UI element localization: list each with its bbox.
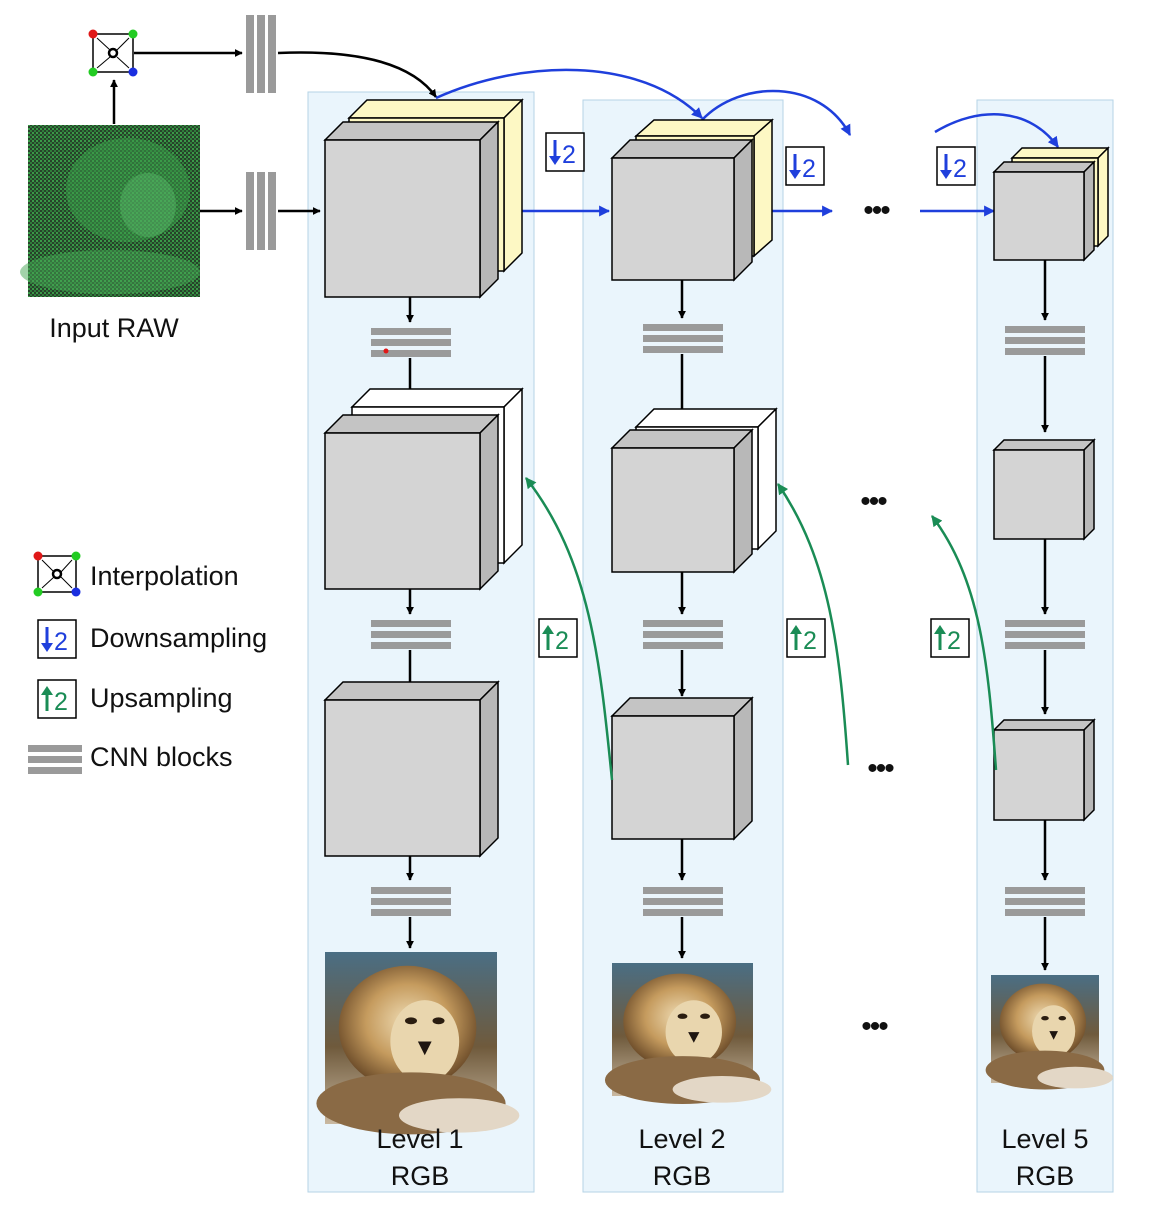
level1-block-2 bbox=[323, 413, 500, 591]
level1-label: Level 1 bbox=[376, 1124, 463, 1154]
upsampling-badge-2: 2 bbox=[786, 618, 826, 658]
interpolation-icon bbox=[88, 29, 138, 77]
downsampling-badge-3: 2 bbox=[936, 146, 976, 186]
downsampling-badge-2-label: 2 bbox=[802, 155, 816, 183]
upsampling-badge-3: 2 bbox=[930, 618, 970, 658]
up-arrow-1 bbox=[525, 477, 614, 781]
upsampling-badge-2-label: 2 bbox=[803, 627, 817, 655]
level2-label: Level 2 bbox=[638, 1124, 725, 1154]
downsampling-badge-1: 2 bbox=[545, 132, 585, 172]
legend-cnn-label: CNN blocks bbox=[90, 742, 233, 772]
legend-downsampling-icon: 2 bbox=[37, 619, 77, 659]
level5-cnn-1 bbox=[1005, 326, 1085, 355]
level5-label: Level 5 bbox=[1001, 1124, 1088, 1154]
down-arrow-top-3 bbox=[934, 113, 1060, 148]
legend-upsampling-badge: 2 bbox=[54, 688, 68, 716]
input-raw-label: Input RAW bbox=[49, 313, 179, 343]
upsampling-badge-3-label: 2 bbox=[947, 627, 961, 655]
legend: Interpolation 2 Downsampling 2 Upsamplin… bbox=[28, 551, 267, 774]
legend-upsampling-label: Upsampling bbox=[90, 683, 233, 713]
level1-cnn-1 bbox=[371, 328, 451, 357]
ellipsis-top: ••• bbox=[863, 194, 890, 227]
legend-downsampling-label: Downsampling bbox=[90, 623, 267, 653]
down-arrow-top-2 bbox=[701, 89, 852, 136]
level2-block-3 bbox=[610, 696, 754, 841]
cnn-block-raw bbox=[246, 172, 276, 250]
level2-cnn-2 bbox=[643, 620, 723, 649]
legend-upsampling-icon: 2 bbox=[37, 679, 77, 719]
level5-block-1 bbox=[992, 160, 1096, 262]
up-arrow-3 bbox=[930, 515, 998, 771]
upsampling-badge-1-label: 2 bbox=[555, 627, 569, 655]
level2-block-1 bbox=[610, 138, 754, 282]
ellipsis-mid: ••• bbox=[860, 485, 887, 518]
cnn-block-interp bbox=[246, 15, 276, 93]
upsampling-badge-1: 2 bbox=[538, 618, 578, 658]
ellipsis-low: ••• bbox=[867, 752, 894, 785]
down-arrow-top-1 bbox=[435, 68, 703, 119]
ellipsis-bottom: ••• bbox=[861, 1010, 888, 1043]
level1-rgb-label: RGB bbox=[391, 1161, 450, 1191]
input-raw-image bbox=[20, 125, 200, 297]
legend-interpolation-label: Interpolation bbox=[90, 561, 239, 591]
up-arrow-2 bbox=[776, 483, 850, 766]
legend-downsampling-badge: 2 bbox=[54, 628, 68, 656]
level1-block-3 bbox=[323, 680, 500, 858]
interp-to-level1-arrow bbox=[277, 51, 438, 98]
legend-cnn-icon bbox=[28, 745, 82, 774]
downsampling-badge-2: 2 bbox=[785, 146, 825, 186]
level5-block-3 bbox=[992, 718, 1096, 822]
legend-interpolation-icon bbox=[33, 551, 81, 597]
level2-block-2 bbox=[610, 428, 754, 574]
level5-rgb-output-image bbox=[985, 975, 1114, 1090]
level2-cnn-3 bbox=[643, 887, 723, 916]
level5-block-2 bbox=[992, 438, 1096, 541]
level5-cnn-2 bbox=[1005, 620, 1085, 649]
level2-cnn-1 bbox=[643, 324, 723, 353]
level5-cnn-3 bbox=[1005, 887, 1085, 916]
level1-block-1 bbox=[323, 120, 500, 299]
level5-rgb-label: RGB bbox=[1016, 1161, 1075, 1191]
downsampling-badge-1-label: 2 bbox=[562, 141, 576, 169]
level1-cnn-3 bbox=[371, 887, 451, 916]
downsampling-badge-3-label: 2 bbox=[953, 155, 967, 183]
level1-rgb-output-image bbox=[316, 952, 520, 1135]
level2-rgb-label: RGB bbox=[653, 1161, 712, 1191]
level1-cnn-2 bbox=[371, 620, 451, 649]
level2-rgb-output-image bbox=[604, 963, 772, 1104]
